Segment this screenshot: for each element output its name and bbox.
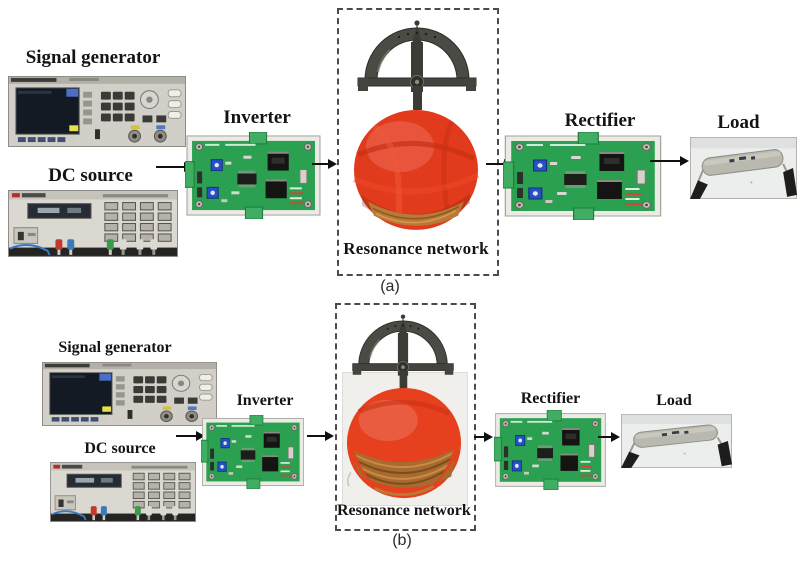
rectifier-label: Rectifier: [520, 390, 581, 407]
dc-source-label: DC source: [84, 440, 156, 457]
load-resistor-photo: [621, 414, 732, 468]
coil-ball-photo: [345, 386, 463, 502]
load-label: Load: [656, 392, 692, 409]
resonance-network-label: Resonance network: [337, 502, 471, 519]
dc-source-label: DC source: [48, 165, 133, 186]
inverter-label: Inverter: [223, 107, 291, 128]
rectifier-pcb-photo: [494, 410, 606, 490]
arrow-right-icon: [598, 432, 620, 442]
arrow-right-icon: [650, 156, 689, 166]
arrow-right-icon: [474, 432, 493, 442]
inverter-pcb-photo: [201, 415, 304, 489]
signal-generator-photo: [42, 362, 217, 426]
protractor-clamp-photo: [351, 313, 455, 391]
load-label: Load: [717, 112, 760, 133]
resonance-network-box: [337, 8, 499, 276]
signal-generator-label: Signal generator: [58, 339, 172, 356]
resonance-network-label: Resonance network: [343, 239, 489, 258]
panel-caption: (b): [392, 532, 412, 549]
dc-source-photo: [50, 462, 196, 522]
arrow-right-icon: [176, 431, 205, 441]
rectifier-label: Rectifier: [564, 110, 636, 131]
arrow-right-icon: [312, 159, 337, 169]
resonance-network-box: [335, 303, 476, 531]
inverter-label: Inverter: [236, 392, 294, 409]
panel-caption: (a): [380, 278, 400, 295]
arrow-right-icon: [307, 431, 334, 441]
signal-generator-label: Signal generator: [25, 47, 161, 68]
